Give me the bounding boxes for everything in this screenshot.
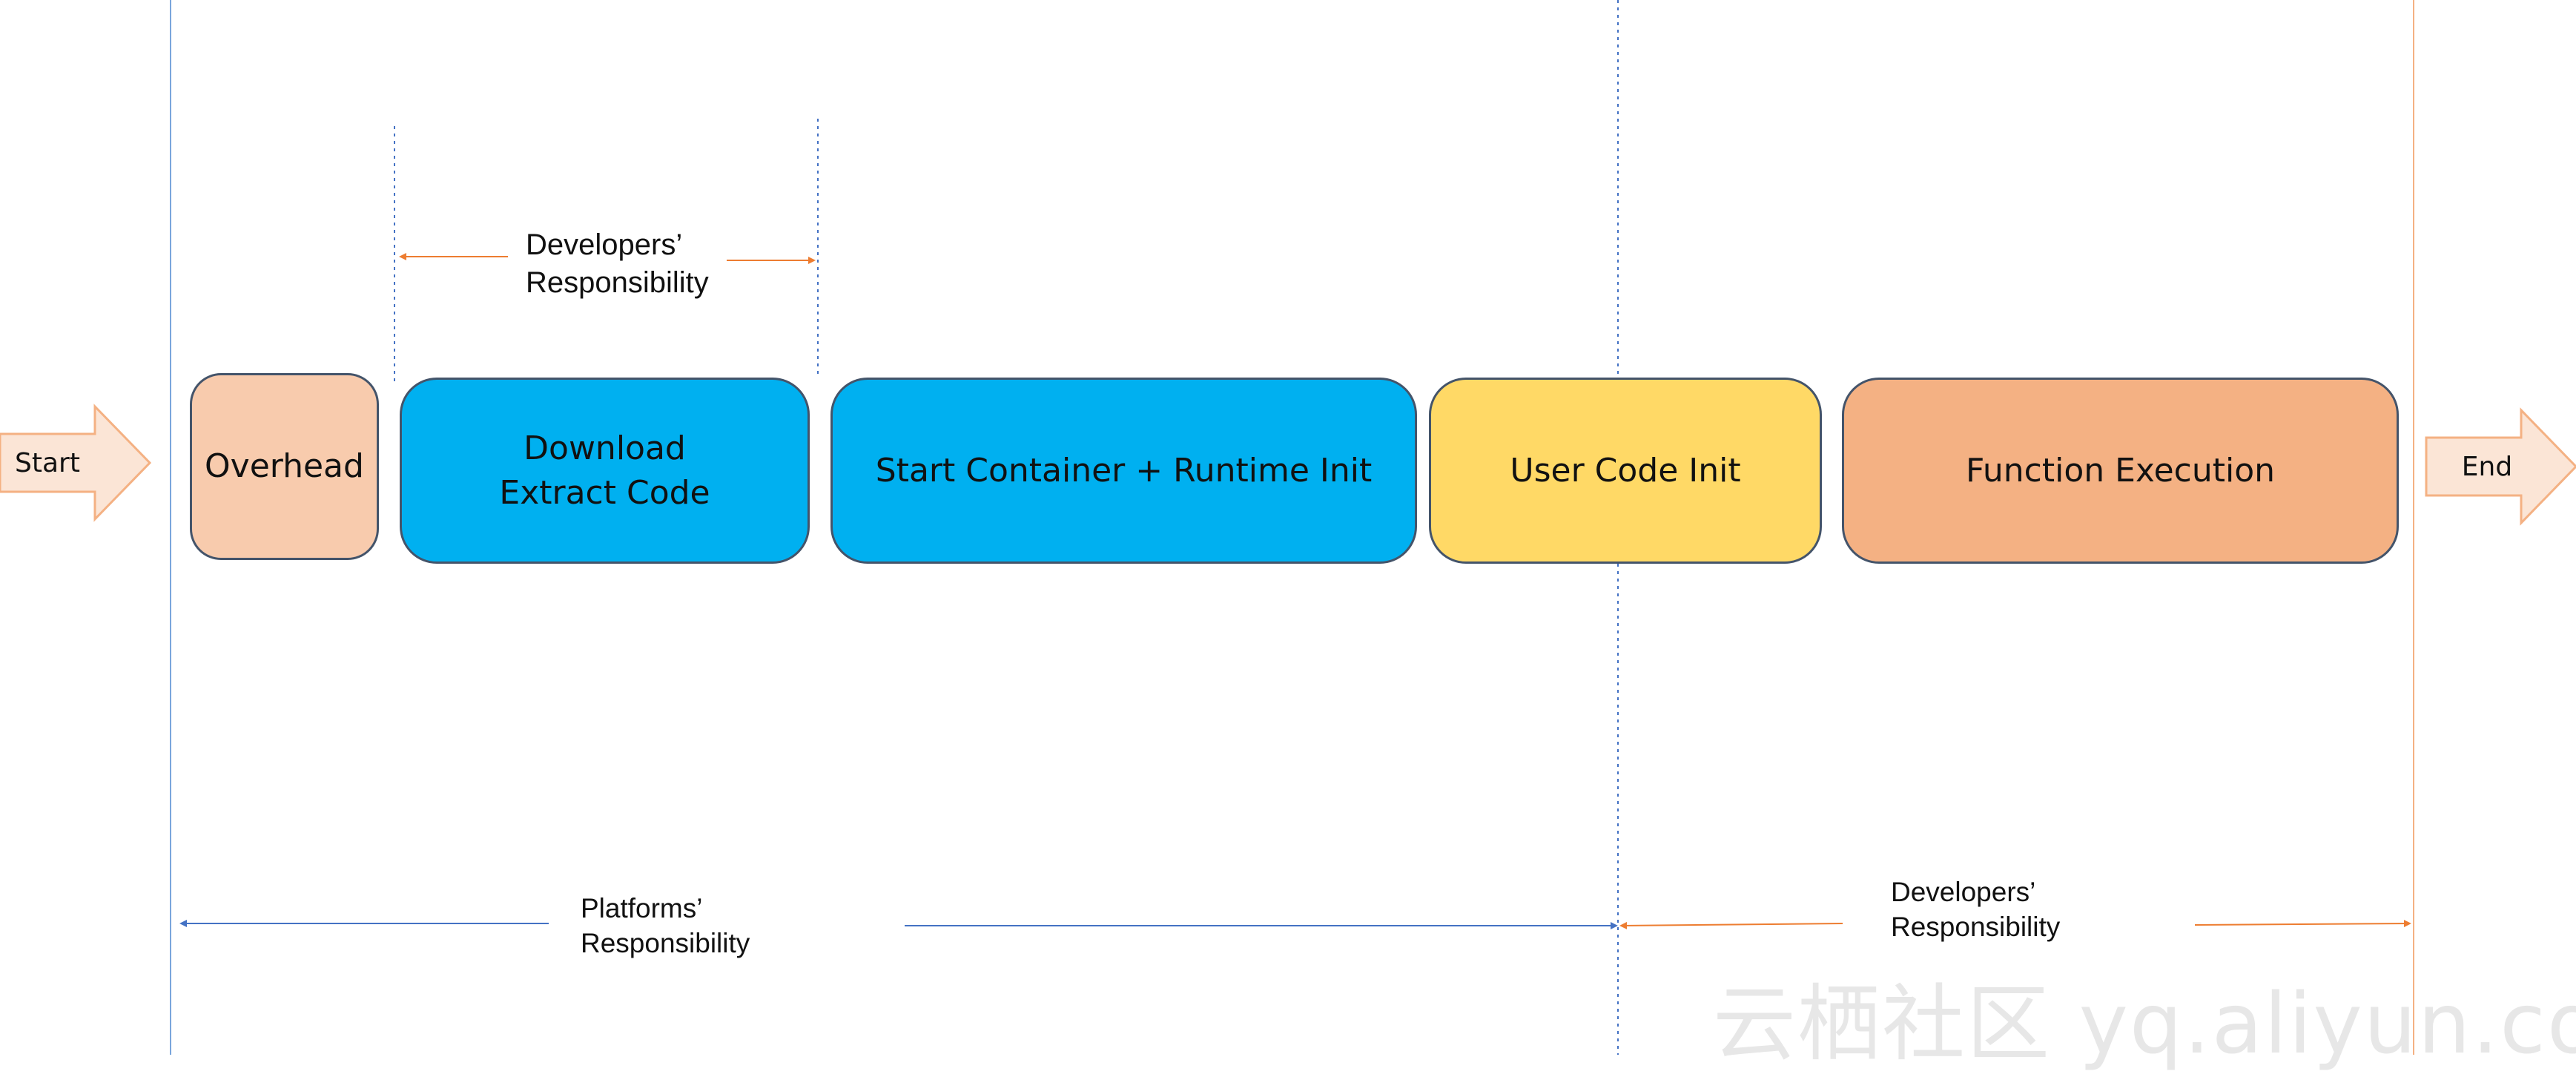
- platforms-responsibility: Platforms’ Responsibility: [581, 891, 750, 961]
- platform-label-line1: Platforms’: [581, 893, 703, 923]
- watermark: 云栖社区 yq.aliyun.com: [1713, 976, 2576, 1073]
- bottom-developers-responsibility: Developers’ Responsibility: [1891, 875, 2060, 945]
- container-init-step: Start Container + Runtime Init: [830, 378, 1417, 564]
- platform-label-line2: Responsibility: [581, 928, 750, 959]
- bottom-dev-label-line2: Responsibility: [1891, 912, 2061, 943]
- top-dev-label-line2: Responsibility: [526, 266, 709, 300]
- end-label: End: [2461, 451, 2513, 482]
- download-step: Download Extract Code: [400, 378, 810, 564]
- top-developers-responsibility: Developers’ Responsibility: [526, 226, 709, 302]
- overhead-label: Overhead: [205, 447, 364, 486]
- top-dev-label-line1: Developers’: [526, 228, 683, 261]
- start-arrow-shape: [0, 404, 152, 522]
- start-label: Start: [15, 447, 80, 478]
- bottom-dev-arrow-right: [2194, 920, 2411, 928]
- bottom-dev-label-line1: Developers’: [1891, 877, 2036, 907]
- user-code-init-step: User Code Init: [1429, 378, 1822, 564]
- user-code-init-label: User Code Init: [1510, 451, 1741, 490]
- container-init-label: Start Container + Runtime Init: [875, 451, 1373, 490]
- overhead-step: Overhead: [190, 373, 379, 560]
- download-label-line1: Download: [524, 429, 686, 468]
- download-label-line2: Extract Code: [499, 473, 710, 512]
- end-arrow-shape: [2425, 407, 2576, 526]
- function-execution-label: Function Execution: [1965, 451, 2276, 490]
- bottom-dev-arrow-left: [1619, 921, 1843, 929]
- function-execution-step: Function Execution: [1842, 378, 2399, 564]
